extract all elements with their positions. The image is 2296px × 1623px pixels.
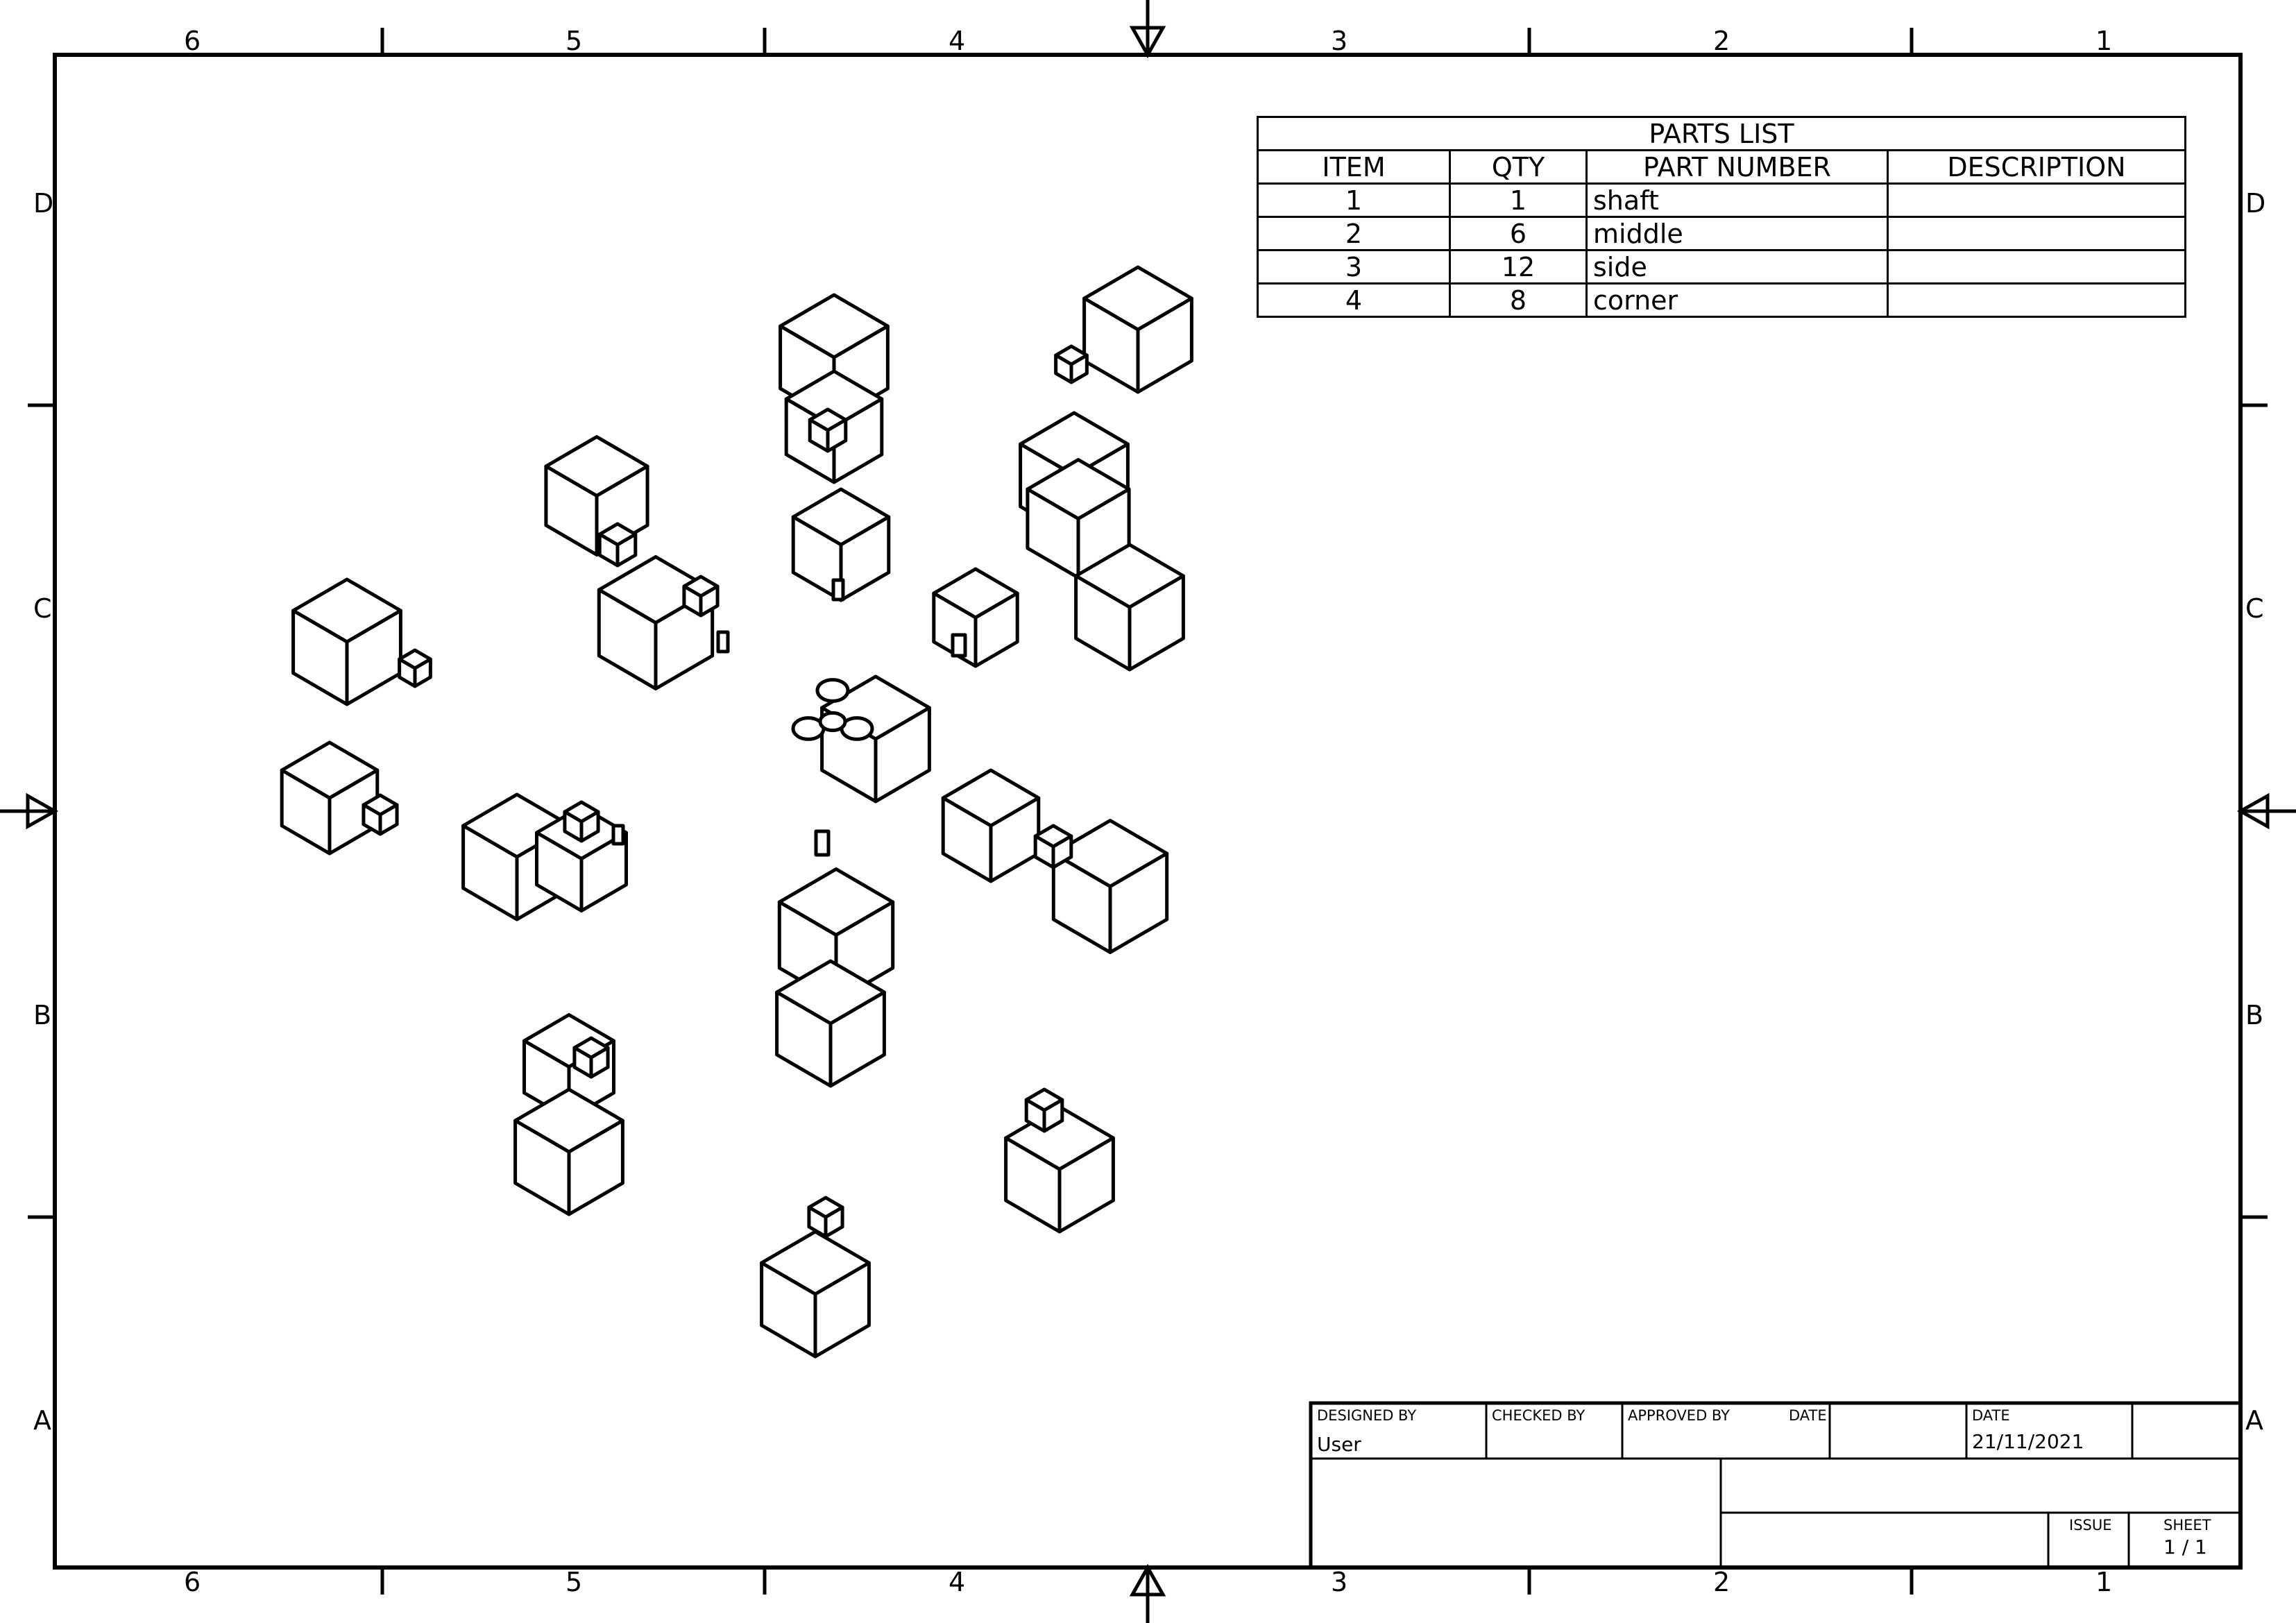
- zone-ticks: [28, 28, 2268, 1595]
- row-label-c-right: C: [2245, 593, 2264, 624]
- peg: [814, 829, 831, 857]
- column-label-3: 3: [1331, 26, 1348, 56]
- side-piece: [932, 567, 1019, 668]
- table-row: 2 6 middle: [1257, 216, 2186, 251]
- corner-piece: [1004, 1105, 1115, 1234]
- column-label-5-bottom: 5: [566, 1567, 583, 1597]
- part-number-cell: corner: [1585, 282, 1889, 318]
- column-label-4-bottom: 4: [949, 1567, 966, 1597]
- middle-piece: [563, 800, 600, 843]
- qty-cell: 6: [1449, 216, 1588, 251]
- peg: [611, 824, 625, 846]
- side-piece: [941, 768, 1041, 883]
- title-block: [1309, 1401, 2243, 1570]
- corner-piece: [775, 959, 886, 1088]
- column-label-1-bottom: 1: [2095, 1567, 2113, 1597]
- table-row: 1 1 shaft: [1257, 182, 2186, 218]
- item-cell: 4: [1257, 282, 1451, 318]
- part-number-cell: shaft: [1585, 182, 1889, 218]
- issue-label: ISSUE: [2069, 1517, 2112, 1533]
- row-label-d: D: [33, 188, 54, 219]
- peg: [831, 578, 845, 602]
- middle-piece: [1024, 1087, 1064, 1133]
- corner-piece: [291, 577, 402, 706]
- corner-piece: [1074, 543, 1185, 672]
- column-header-part-number: PART NUMBER: [1585, 149, 1889, 185]
- column-label-4: 4: [949, 26, 966, 56]
- column-label-6: 6: [184, 26, 201, 56]
- row-label-c: C: [33, 593, 52, 624]
- table-row: 3 12 side: [1257, 249, 2186, 284]
- parts-list-table: PARTS LIST ITEM QTY PART NUMBER DESCRIPT…: [1257, 116, 2186, 318]
- peg: [716, 630, 730, 654]
- column-label-2-bottom: 2: [1713, 1567, 1730, 1597]
- middle-piece: [572, 1036, 610, 1079]
- description-cell: [1887, 182, 2186, 218]
- approval-date-label: DATE: [1789, 1407, 1827, 1424]
- qty-cell: 1: [1449, 182, 1588, 218]
- date-label: DATE: [1972, 1407, 2010, 1424]
- middle-piece: [1033, 824, 1073, 869]
- middle-piece: [808, 407, 848, 453]
- shaft-hub: [791, 678, 874, 741]
- corner-piece: [280, 740, 380, 856]
- qty-cell: 8: [1449, 282, 1588, 318]
- row-label-a: A: [33, 1405, 51, 1436]
- column-label-6-bottom: 6: [184, 1567, 201, 1597]
- side-piece: [791, 487, 891, 602]
- row-label-a-right: A: [2245, 1405, 2263, 1436]
- middle-piece: [398, 648, 432, 688]
- corner-piece: [1082, 265, 1193, 394]
- middle-piece: [362, 793, 399, 836]
- designed-by-label: DESIGNED BY: [1317, 1407, 1417, 1424]
- approved-by-label: APPROVED BY: [1628, 1407, 1730, 1424]
- corner-piece: [597, 555, 715, 690]
- column-label-2: 2: [1713, 26, 1730, 56]
- column-label-3-bottom: 3: [1331, 1567, 1348, 1597]
- column-label-1: 1: [2095, 26, 2113, 56]
- parts-list-header-row: ITEM QTY PART NUMBER DESCRIPTION: [1257, 149, 2186, 185]
- qty-cell: 12: [1449, 249, 1588, 284]
- sheet-value: 1 / 1: [2163, 1536, 2207, 1558]
- column-header-item: ITEM: [1257, 149, 1451, 185]
- item-cell: 1: [1257, 182, 1451, 218]
- peg: [951, 633, 967, 658]
- middle-piece: [597, 522, 638, 568]
- date-value: 21/11/2021: [1972, 1430, 2084, 1453]
- sheet-label: SHEET: [2163, 1517, 2211, 1533]
- corner-piece: [760, 1230, 871, 1359]
- table-row: 4 8 corner: [1257, 282, 2186, 318]
- corner-piece: [1051, 819, 1169, 954]
- part-number-cell: middle: [1585, 216, 1889, 251]
- column-header-description: DESCRIPTION: [1887, 149, 2186, 185]
- middle-piece: [807, 1196, 844, 1239]
- row-label-d-right: D: [2245, 188, 2266, 219]
- middle-piece: [1054, 344, 1089, 384]
- column-label-5: 5: [566, 26, 583, 56]
- description-cell: [1887, 216, 2186, 251]
- middle-piece: [682, 575, 720, 618]
- row-label-b: B: [33, 1000, 52, 1030]
- side-piece: [1026, 458, 1131, 579]
- item-cell: 2: [1257, 216, 1451, 251]
- row-label-b-right: B: [2245, 1000, 2264, 1030]
- checked-by-label: CHECKED BY: [1492, 1407, 1585, 1424]
- description-cell: [1887, 249, 2186, 284]
- designed-by-value: User: [1317, 1433, 1361, 1456]
- parts-list-title-row: PARTS LIST: [1257, 116, 2186, 151]
- item-cell: 3: [1257, 249, 1451, 284]
- description-cell: [1887, 282, 2186, 318]
- exploded-isometric-view: [280, 265, 1193, 1359]
- corner-piece: [513, 1087, 624, 1216]
- part-number-cell: side: [1585, 249, 1889, 284]
- parts-list-title: PARTS LIST: [1257, 116, 2186, 151]
- column-header-qty: QTY: [1449, 149, 1588, 185]
